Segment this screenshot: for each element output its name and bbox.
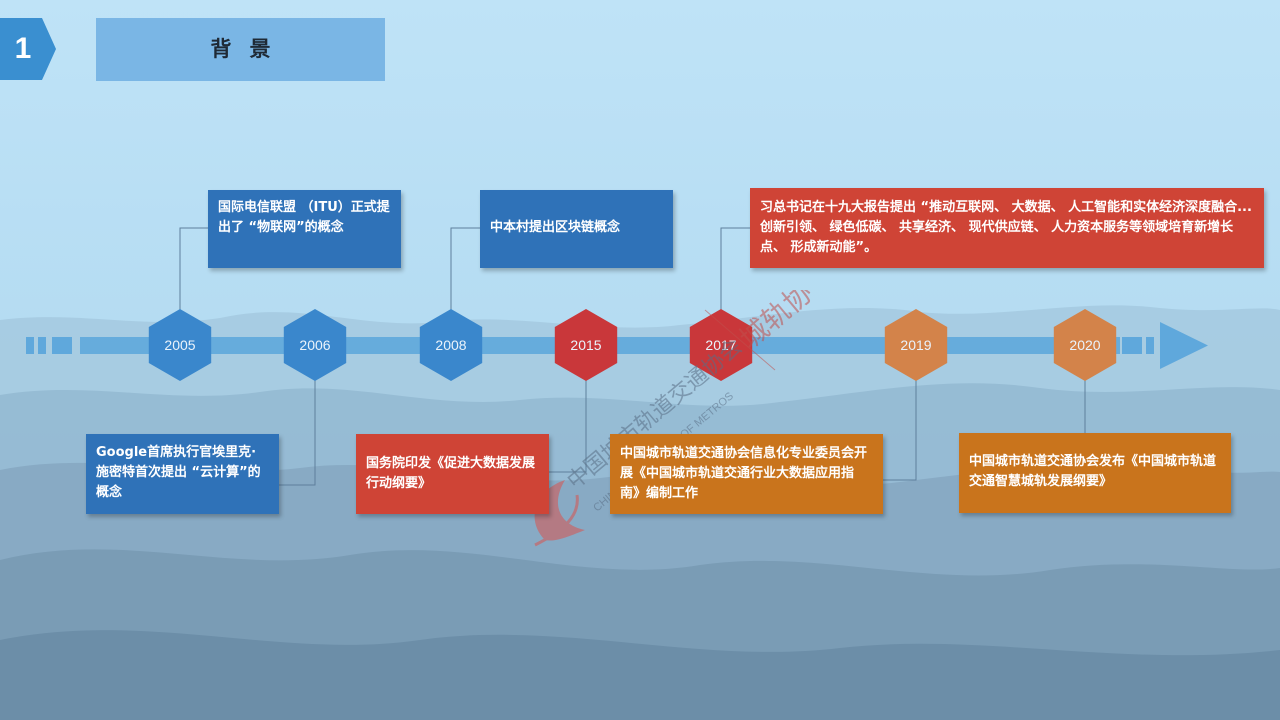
event-2019-text: 中国城市轨道交通协会信息化专业委员会开展《中国城市轨道交通行业大数据应用指南》编… bbox=[620, 446, 868, 501]
event-2006: Google首席执行官埃里克·施密特首次提出 “云计算”的概念 bbox=[86, 434, 279, 514]
section-number: 1 bbox=[14, 32, 32, 65]
event-2017: 习总书记在十九大报告提出 “推动互联网、 大数据、 人工智能和实体经济深度融合.… bbox=[750, 188, 1264, 268]
event-2020-text: 中国城市轨道交通协会发布《中国城市轨道交通智慧城轨发展纲要》 bbox=[969, 454, 1217, 489]
event-2015-text: 国务院印发《促进大数据发展行动纲要》 bbox=[366, 456, 536, 491]
event-2019: 中国城市轨道交通协会信息化专业委员会开展《中国城市轨道交通行业大数据应用指南》编… bbox=[610, 434, 883, 514]
event-2006-text: Google首席执行官埃里克·施密特首次提出 “云计算”的概念 bbox=[96, 445, 261, 500]
section-title: 背景 bbox=[96, 18, 385, 81]
event-2008: 中本村提出区块链概念 bbox=[480, 190, 673, 268]
event-2005: 国际电信联盟 （ITU）正式提出了 “物联网”的概念 bbox=[208, 190, 401, 268]
event-2015: 国务院印发《促进大数据发展行动纲要》 bbox=[356, 434, 549, 514]
event-2005-text: 国际电信联盟 （ITU）正式提出了 “物联网”的概念 bbox=[218, 200, 390, 235]
event-2017-text: 习总书记在十九大报告提出 “推动互联网、 大数据、 人工智能和实体经济深度融合.… bbox=[760, 200, 1252, 255]
event-2020: 中国城市轨道交通协会发布《中国城市轨道交通智慧城轨发展纲要》 bbox=[959, 433, 1231, 513]
event-2008-text: 中本村提出区块链概念 bbox=[490, 220, 621, 235]
section-marker-shape bbox=[0, 18, 56, 80]
